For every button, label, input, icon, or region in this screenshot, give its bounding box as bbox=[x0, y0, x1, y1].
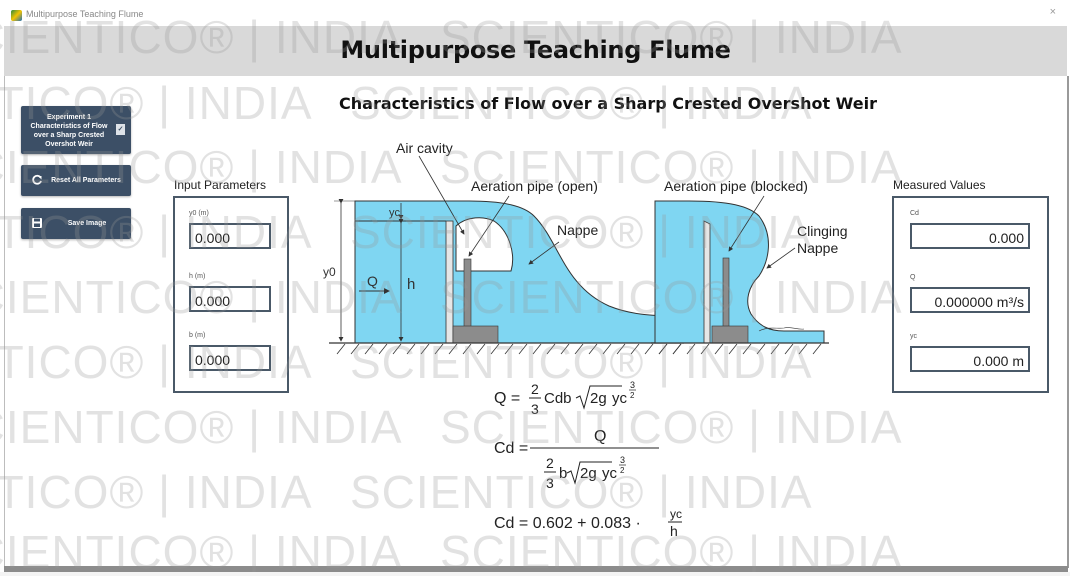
q-output: 0.000000 m³/s bbox=[910, 287, 1030, 313]
svg-text:2g: 2g bbox=[590, 390, 607, 407]
svg-text:2g: 2g bbox=[580, 465, 597, 482]
svg-text:3: 3 bbox=[620, 455, 625, 465]
sidebar: Experiment 1 Characteristics of Flow ove… bbox=[4, 76, 150, 568]
measured-values-panel: Cd 0.000 Q 0.000000 m³/s yc 0.000 m bbox=[892, 196, 1049, 393]
air-cavity-label: Air cavity bbox=[396, 140, 453, 156]
aerated-weir-diagram: yc y0 h Q Air cavity Aeration pipe (open… bbox=[323, 140, 684, 355]
page-title: Multipurpose Teaching Flume bbox=[340, 36, 731, 64]
h-input[interactable]: 0.000 bbox=[189, 286, 271, 312]
eq2-lhs: Cd = bbox=[494, 440, 528, 457]
aeration-open-label: Aeration pipe (open) bbox=[471, 178, 598, 194]
b-label: b (m) bbox=[189, 332, 206, 339]
svg-text:3: 3 bbox=[546, 475, 554, 491]
reset-button-label: Reset All Parameters bbox=[51, 177, 121, 184]
formula-block: Q = 2 3 Cdb 2g yc 3 2 Cd = Q 2 bbox=[494, 380, 682, 539]
svg-text:2: 2 bbox=[531, 381, 539, 397]
title-bar: Multipurpose Teaching Flume × bbox=[0, 0, 1070, 26]
input-parameters-panel: y0 (m) 0.000 h (m) 0.000 b (m) 0.000 bbox=[173, 196, 289, 393]
svg-text:3: 3 bbox=[630, 380, 635, 390]
refresh-icon bbox=[31, 174, 43, 188]
save-button-label: Save Image bbox=[67, 220, 107, 227]
nappe-label: Nappe bbox=[557, 222, 598, 238]
b-input[interactable]: 0.000 bbox=[189, 345, 271, 371]
y0-label: y0 (m) bbox=[189, 210, 209, 217]
close-icon[interactable]: × bbox=[1049, 6, 1056, 18]
app-icon bbox=[11, 10, 22, 21]
aeration-blocked-label: Aeration pipe (blocked) bbox=[664, 178, 808, 194]
svg-text:yc: yc bbox=[602, 465, 618, 482]
eq1-lhs: Q = bbox=[494, 390, 520, 407]
h-label: h (m) bbox=[189, 273, 206, 280]
input-parameters-title: Input Parameters bbox=[174, 178, 267, 192]
window-title: Multipurpose Teaching Flume bbox=[26, 9, 144, 19]
dropdown-check-icon[interactable]: ✓ bbox=[116, 124, 125, 135]
y0-symbol: y0 bbox=[323, 265, 336, 279]
svg-text:h: h bbox=[670, 523, 678, 539]
clinging-label-2: Nappe bbox=[797, 240, 838, 256]
measured-values-title: Measured Values bbox=[893, 178, 986, 192]
app-header: Multipurpose Teaching Flume bbox=[4, 26, 1067, 76]
save-image-button[interactable]: Save Image bbox=[21, 208, 131, 239]
q-symbol: Q bbox=[367, 273, 378, 289]
svg-text:2: 2 bbox=[620, 466, 625, 475]
q-label: Q bbox=[910, 274, 916, 281]
svg-text:yc: yc bbox=[612, 390, 628, 407]
svg-text:b: b bbox=[559, 465, 567, 482]
experiment-title: Characteristics of Flow over a Sharp Cre… bbox=[339, 94, 877, 113]
eq3-lhs: Cd = 0.602 + 0.083 · bbox=[494, 515, 641, 532]
svg-text:yc: yc bbox=[670, 507, 682, 521]
svg-text:2: 2 bbox=[630, 391, 635, 400]
yc-label: yc bbox=[910, 333, 917, 340]
yc-output: 0.000 m bbox=[910, 346, 1030, 372]
svg-text:2: 2 bbox=[546, 455, 554, 471]
blocked-weir-diagram: Aeration pipe (blocked) Clinging Nappe bbox=[651, 178, 848, 355]
h-symbol: h bbox=[407, 276, 415, 293]
svg-text:Q: Q bbox=[594, 428, 606, 445]
y0-input[interactable]: 0.000 bbox=[189, 223, 271, 249]
cd-output: 0.000 bbox=[910, 223, 1030, 249]
clinging-label-1: Clinging bbox=[797, 223, 848, 239]
experiment-select[interactable]: Experiment 1 Characteristics of Flow ove… bbox=[21, 106, 131, 154]
main-content: Characteristics of Flow over a Sharp Cre… bbox=[149, 76, 1069, 568]
svg-text:3: 3 bbox=[531, 401, 539, 417]
svg-text:Cdb: Cdb bbox=[544, 390, 572, 407]
yc-symbol: yc bbox=[389, 207, 401, 219]
floppy-disk-icon bbox=[31, 217, 43, 231]
cd-label: Cd bbox=[910, 210, 919, 217]
bottom-border bbox=[4, 566, 1068, 572]
experiment-select-label: Experiment 1 Characteristics of Flow ove… bbox=[30, 114, 108, 148]
weir-diagram: yc y0 h Q Air cavity Aeration pipe (open… bbox=[323, 140, 848, 355]
reset-all-parameters-button[interactable]: Reset All Parameters bbox=[21, 165, 131, 196]
